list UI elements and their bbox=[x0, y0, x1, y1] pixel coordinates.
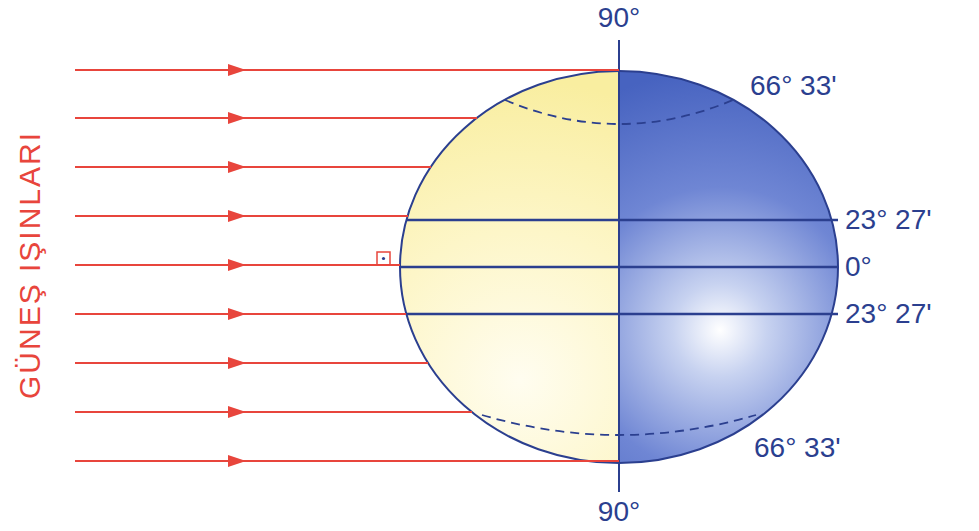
earth-axis bbox=[618, 40, 620, 492]
equator-label: 0° bbox=[843, 251, 874, 283]
latitude-label: 23° 27' bbox=[843, 204, 934, 236]
pole-label: 90° bbox=[598, 496, 640, 528]
pole-label: 90° bbox=[598, 2, 640, 34]
sun-rays bbox=[75, 70, 619, 461]
latitude-label: 66° 33' bbox=[748, 70, 839, 102]
rays-title: GÜNEŞ IŞINLARI bbox=[14, 131, 46, 399]
ray-arrowheads bbox=[228, 64, 246, 467]
latitude-label: 23° 27' bbox=[843, 298, 934, 330]
latitude-label: 66° 33' bbox=[752, 432, 843, 464]
right-angle-mark bbox=[377, 252, 390, 265]
